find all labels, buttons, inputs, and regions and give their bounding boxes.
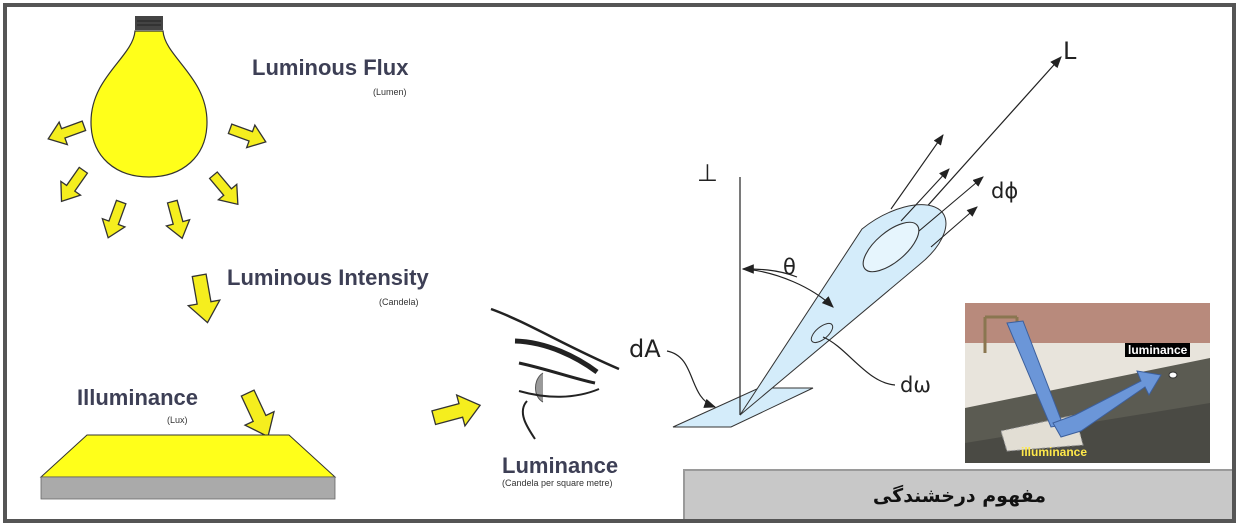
luminance-title: Luminance: [502, 453, 619, 478]
diagram-canvas: [39, 16, 1062, 500]
illuminance-photo-tag: illuminance: [1021, 445, 1088, 459]
luminance-photo-tag: luminance: [1125, 343, 1191, 357]
luminance-photo: luminance illuminance: [965, 303, 1210, 463]
flux-arrow-icon: [47, 120, 87, 146]
illuminance-arrow-icon: [240, 389, 275, 438]
luminance-geometry: [666, 56, 1062, 428]
caption-box: مفهوم درخشندگی: [683, 469, 1232, 519]
solid-angle-label: dω: [900, 373, 931, 397]
luminance-unit: (Candela per square metre): [502, 478, 613, 488]
intensity-arrow-icon: [186, 273, 222, 324]
illuminated-surface: [39, 434, 337, 500]
illuminance-title: Illuminance: [77, 385, 199, 410]
luminous-intensity-title: Luminous Intensity: [227, 265, 429, 290]
angle-label: θ: [783, 255, 796, 279]
luminous-intensity-unit: (Candela): [379, 297, 419, 307]
light-bulb-icon: [90, 16, 208, 178]
luminance-arrow-icon: [431, 393, 482, 428]
diagram-frame: Luminous Flux (Lumen) Luminous Intensity…: [3, 3, 1236, 523]
flux-arrow-icon: [60, 166, 89, 203]
direction-label: L: [1063, 37, 1077, 65]
flux-arrow-icon: [101, 199, 127, 239]
eye-icon: [490, 307, 620, 440]
area-label: dA: [629, 335, 661, 363]
flux-arrow-icon: [208, 171, 239, 206]
flux-label: dϕ: [991, 179, 1019, 203]
flux-arrow-icon: [227, 123, 267, 149]
luminous-flux-unit: (Lumen): [373, 87, 407, 97]
luminous-flux-title: Luminous Flux: [252, 55, 409, 80]
flux-arrow-icon: [165, 199, 191, 240]
normal-symbol: ⊥: [697, 159, 718, 187]
illuminance-unit: (Lux): [167, 415, 188, 425]
flux-arrows: [47, 120, 482, 438]
